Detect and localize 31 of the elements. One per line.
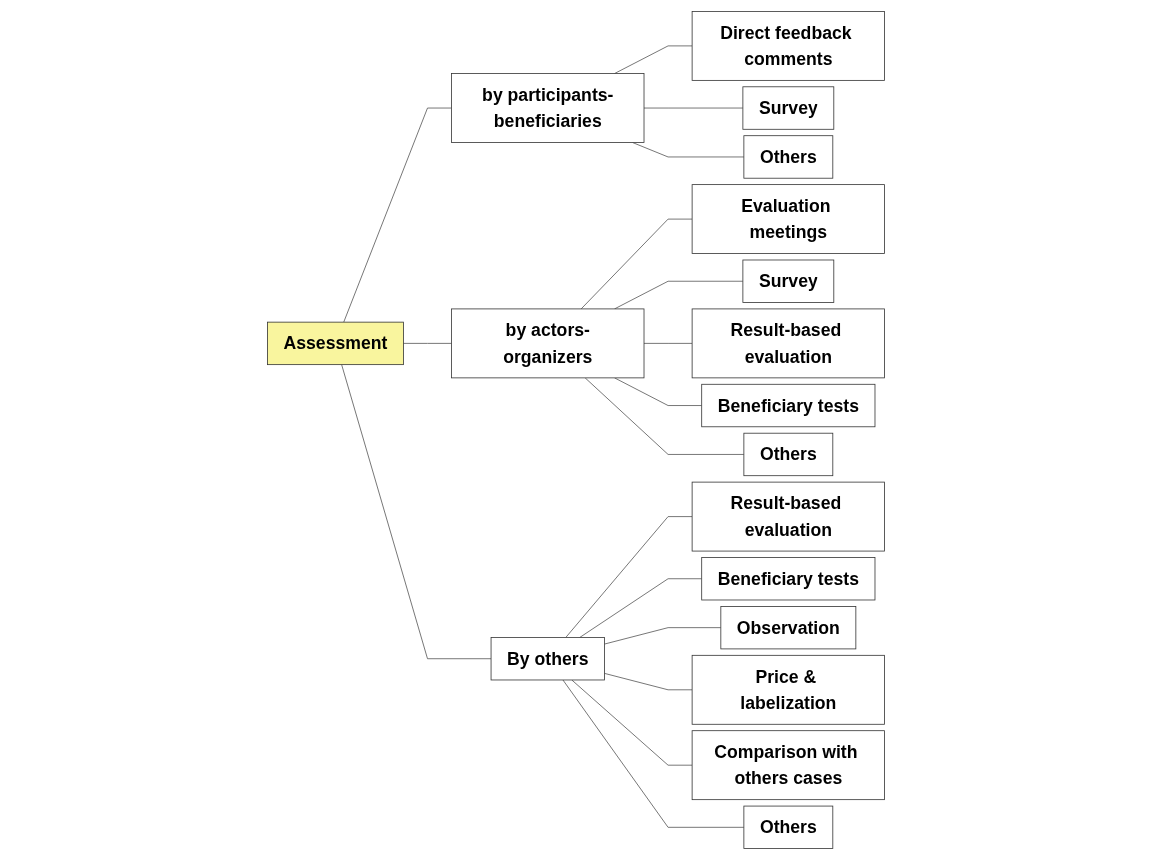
node-box: By others <box>490 636 605 680</box>
connector <box>564 515 692 638</box>
node-box: Survey <box>742 85 834 130</box>
node-box: Direct feedback comments <box>691 10 885 81</box>
node-box: Beneficiary tests <box>700 556 875 600</box>
node-box: Others <box>742 134 833 179</box>
connector <box>643 342 692 344</box>
node-box: Survey <box>742 259 834 303</box>
node-box: Others <box>742 432 833 476</box>
connector <box>613 376 702 406</box>
node-box: by participants-beneficiaries <box>450 72 644 143</box>
node-box: Comparison with others cases <box>691 729 885 800</box>
node-box: Assessment <box>266 321 404 365</box>
connector <box>562 679 744 828</box>
connector <box>584 376 744 455</box>
node-box: Beneficiary tests <box>700 383 875 427</box>
node-box: Result-based evaluation <box>691 308 885 378</box>
node-box: Observation <box>719 605 856 649</box>
connector <box>402 342 452 344</box>
node-box: Result-based evaluation <box>691 481 885 551</box>
node-box: Evaluation meetings <box>691 183 885 254</box>
connector <box>570 679 692 766</box>
connector <box>603 672 692 690</box>
connector <box>643 107 743 108</box>
connector <box>580 218 692 309</box>
node-box: Price & labelization <box>691 654 885 725</box>
connector <box>340 363 491 659</box>
connector <box>603 626 721 644</box>
node-box: Others <box>742 805 833 849</box>
connector <box>342 107 452 323</box>
node-box: by actors-organizers <box>450 308 644 378</box>
